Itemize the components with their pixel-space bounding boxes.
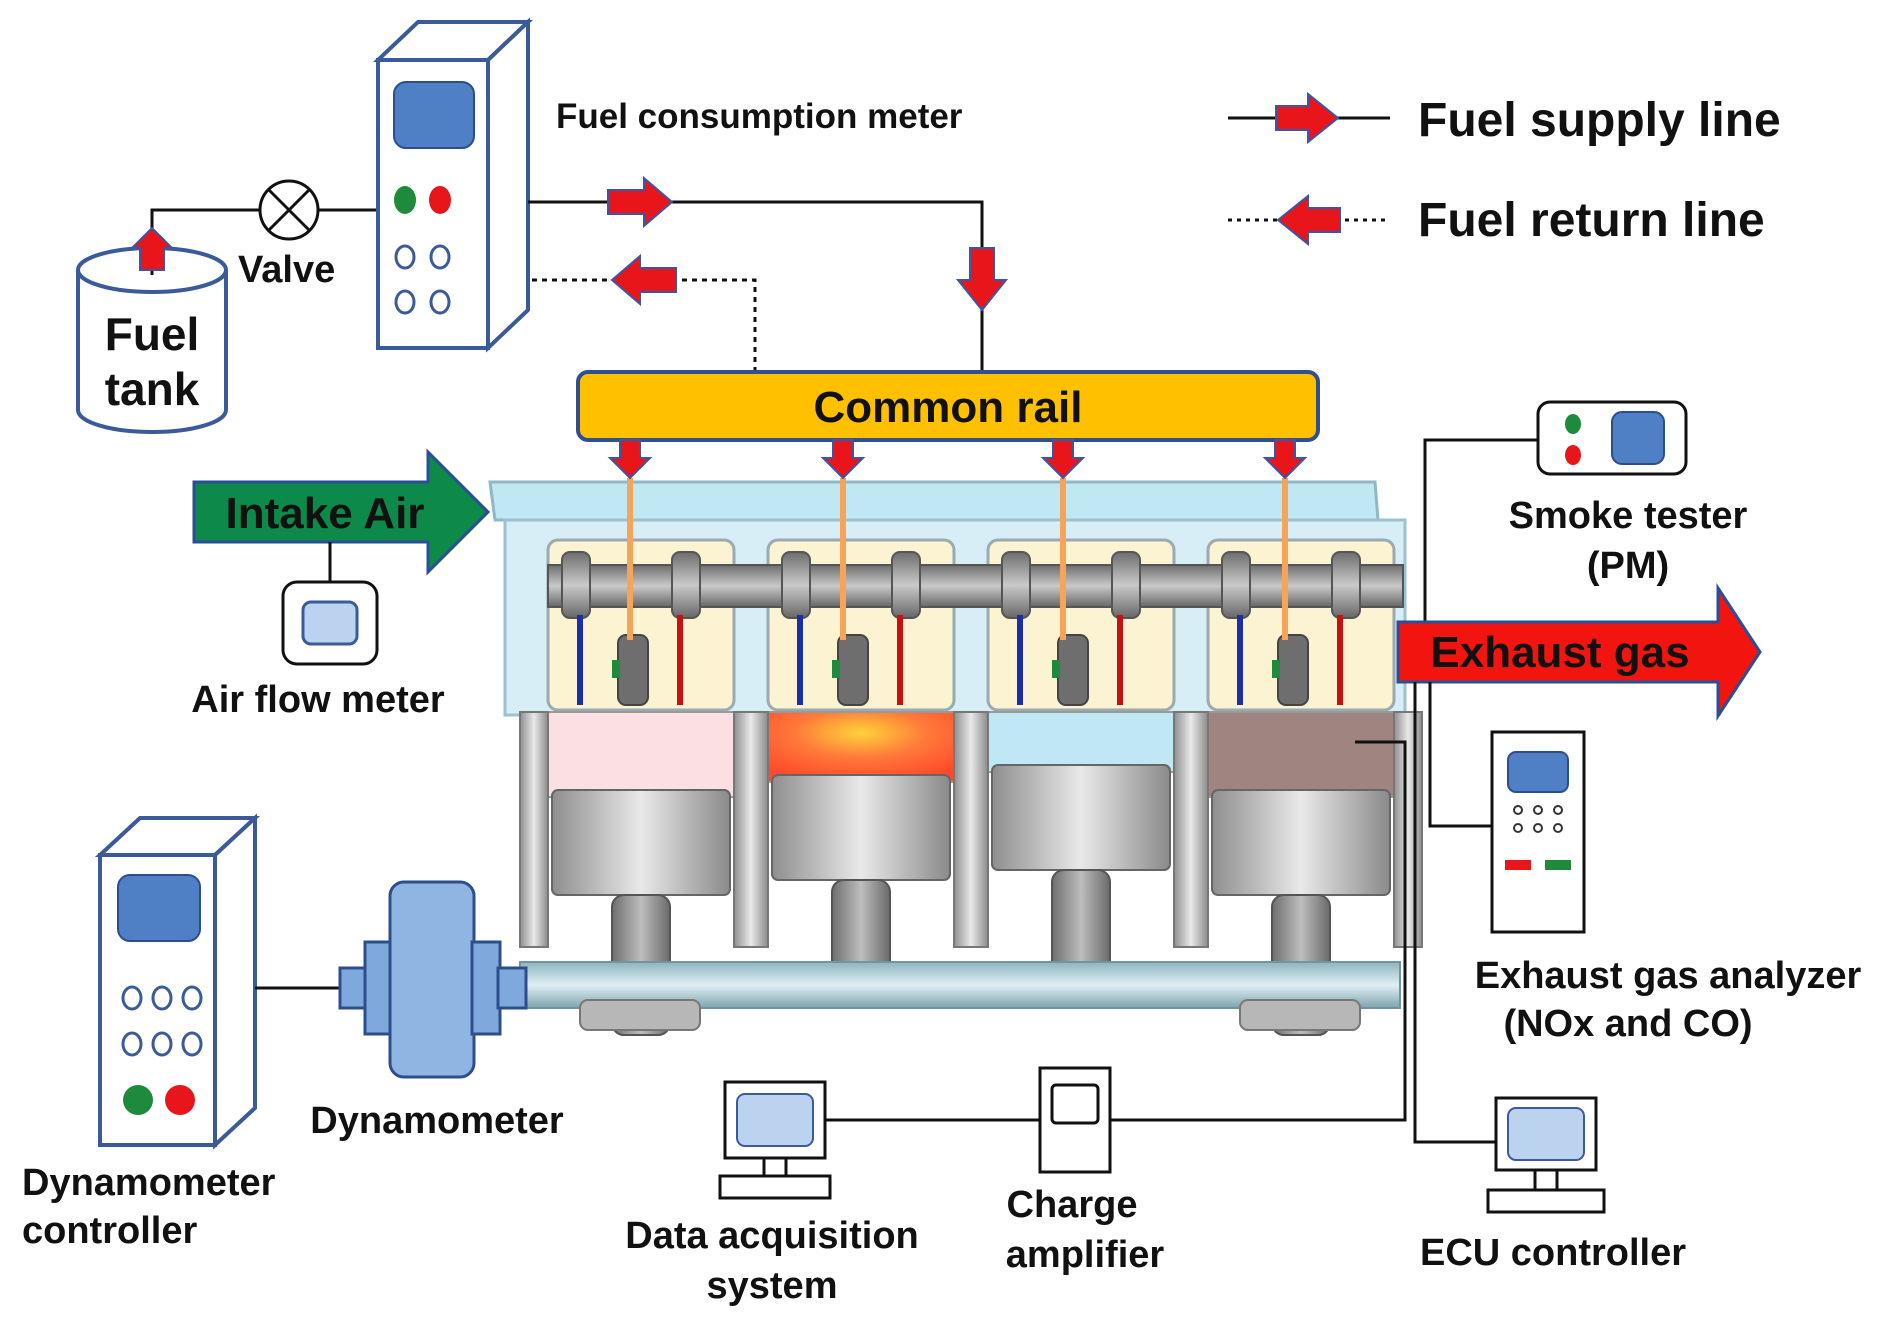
rail-outlet-arrow-2	[820, 439, 866, 480]
fuel-supply-line	[528, 200, 984, 372]
smoke-tester-label-2: (PM)	[1587, 545, 1669, 587]
ecu-line	[1413, 682, 1496, 1144]
legend-return-label: Fuel return line	[1418, 194, 1765, 247]
valve-icon	[258, 179, 320, 241]
smoke-tester	[1536, 400, 1688, 476]
dyno-controller-label-1: Dynamometer	[22, 1162, 276, 1204]
fuel-consumption-meter	[372, 17, 534, 353]
ecu-controller	[1486, 1096, 1606, 1214]
exhaust-analyzer-label-1: Exhaust gas analyzer	[1475, 955, 1862, 997]
smoke-tester-label-1: Smoke tester	[1509, 495, 1748, 537]
fuel-consumption-meter-label: Fuel consumption meter	[556, 97, 963, 136]
dynamometer	[338, 880, 528, 1079]
exhaust-gas-arrow: Exhaust gas	[1396, 582, 1762, 722]
data-acquisition-label-2: system	[707, 1265, 838, 1307]
fuel-return-line	[528, 278, 757, 372]
exhaust-gas-label: Exhaust gas	[1430, 628, 1689, 677]
rail-outlet-arrow-4	[1262, 439, 1308, 480]
dyno-controller-label-2: controller	[22, 1210, 197, 1252]
exhaust-analyzer-line	[1428, 682, 1492, 828]
data-acquisition-label-1: Data acquisition	[625, 1215, 919, 1257]
fuel-tank: Fuel tank	[76, 246, 228, 434]
dynamometer-controller	[94, 813, 261, 1150]
intake-air-arrow: Intake Air	[192, 448, 491, 576]
rail-outlet-arrow-1	[607, 439, 653, 480]
data-acquisition-system	[718, 1080, 832, 1200]
supply-arrow-down	[955, 247, 1009, 312]
charge-amplifier-label-2: amplifier	[1006, 1234, 1165, 1276]
fuel-tank-label-2: tank	[105, 363, 200, 415]
legend-supply-arrow	[1275, 91, 1340, 145]
legend-return-arrow	[1276, 193, 1341, 247]
dynamometer-label: Dynamometer	[310, 1100, 564, 1142]
exhaust-analyzer-label-2: (NOx and CO)	[1503, 1003, 1752, 1045]
injector-lines	[627, 478, 1288, 640]
fuel-tank-label-1: Fuel	[105, 308, 200, 360]
ecu-controller-label: ECU controller	[1420, 1232, 1686, 1274]
legend: Fuel supply line Fuel return line	[1228, 91, 1781, 247]
tank-outlet-arrow	[129, 226, 175, 271]
common-rail-label: Common rail	[814, 383, 1083, 432]
valve-label: Valve	[238, 249, 335, 291]
pressure-sensor-line	[1110, 740, 1407, 1122]
supply-arrow-right	[607, 175, 674, 229]
legend-supply-label: Fuel supply line	[1418, 94, 1781, 147]
charge-amplifier	[1038, 1066, 1112, 1174]
charge-amplifier-label-1: Charge	[1007, 1184, 1138, 1226]
intake-air-label: Intake Air	[226, 489, 425, 538]
rail-outlet-arrow-3	[1040, 439, 1086, 480]
exhaust-gas-analyzer	[1490, 730, 1586, 934]
return-arrow-left	[610, 253, 677, 307]
air-flow-meter-label: Air flow meter	[191, 679, 445, 721]
engine-cross-section	[488, 480, 1423, 1036]
air-flow-meter	[281, 580, 379, 666]
common-rail: Common rail	[576, 370, 1320, 442]
smoke-tester-line	[1423, 438, 1538, 630]
